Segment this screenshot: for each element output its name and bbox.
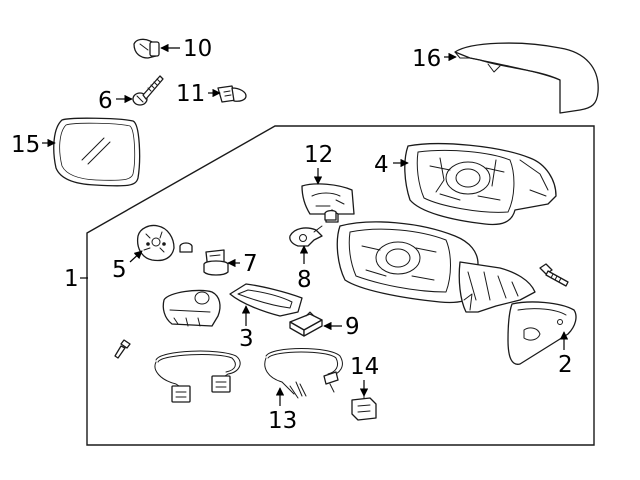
mirror-motor [162, 289, 221, 327]
mirror-housing-rear [404, 143, 557, 226]
callout-5: 5 [112, 257, 127, 283]
gasket-3 [229, 283, 303, 317]
callout-1: 1 [64, 266, 79, 292]
callout-4: 4 [374, 152, 389, 178]
callout-8: 8 [297, 267, 312, 293]
bulb-connector-11 [217, 85, 247, 103]
socket-7 [203, 249, 229, 276]
callout-9: 9 [345, 314, 360, 340]
callout-7: 7 [243, 251, 258, 277]
mirror-cover-cap [454, 42, 599, 114]
wiring-harness-13 [264, 348, 343, 399]
bracket-clip-8 [289, 225, 323, 247]
bulb-holder-10 [133, 38, 160, 59]
callout-2: 2 [558, 352, 573, 378]
screw-6 [132, 75, 164, 106]
screw-mount [539, 263, 569, 287]
leader-lines [42, 43, 569, 406]
callout-14: 14 [350, 354, 379, 380]
adjuster-plate-5 [136, 224, 175, 262]
callout-10: 10 [183, 36, 212, 62]
callout-6: 6 [98, 88, 113, 114]
callout-13: 13 [268, 408, 297, 434]
module-9 [289, 311, 323, 337]
screw-small [114, 339, 131, 359]
connector-14 [351, 393, 377, 421]
callout-labels: 1 2 3 4 5 6 7 8 9 10 11 12 13 14 15 16 [11, 36, 573, 434]
leader-5 [129, 250, 143, 263]
callout-11: 11 [176, 81, 205, 107]
wiring-harness-left [154, 350, 241, 403]
small-bulb [179, 242, 193, 253]
puddle-lamp-12 [301, 183, 355, 223]
mirror-housing-front [336, 221, 536, 313]
callout-3: 3 [239, 326, 254, 352]
mirror-glass [53, 117, 141, 187]
callout-12: 12 [304, 142, 333, 168]
assembly-frame [86, 125, 595, 446]
callout-16: 16 [412, 46, 441, 72]
callout-15: 15 [11, 132, 40, 158]
